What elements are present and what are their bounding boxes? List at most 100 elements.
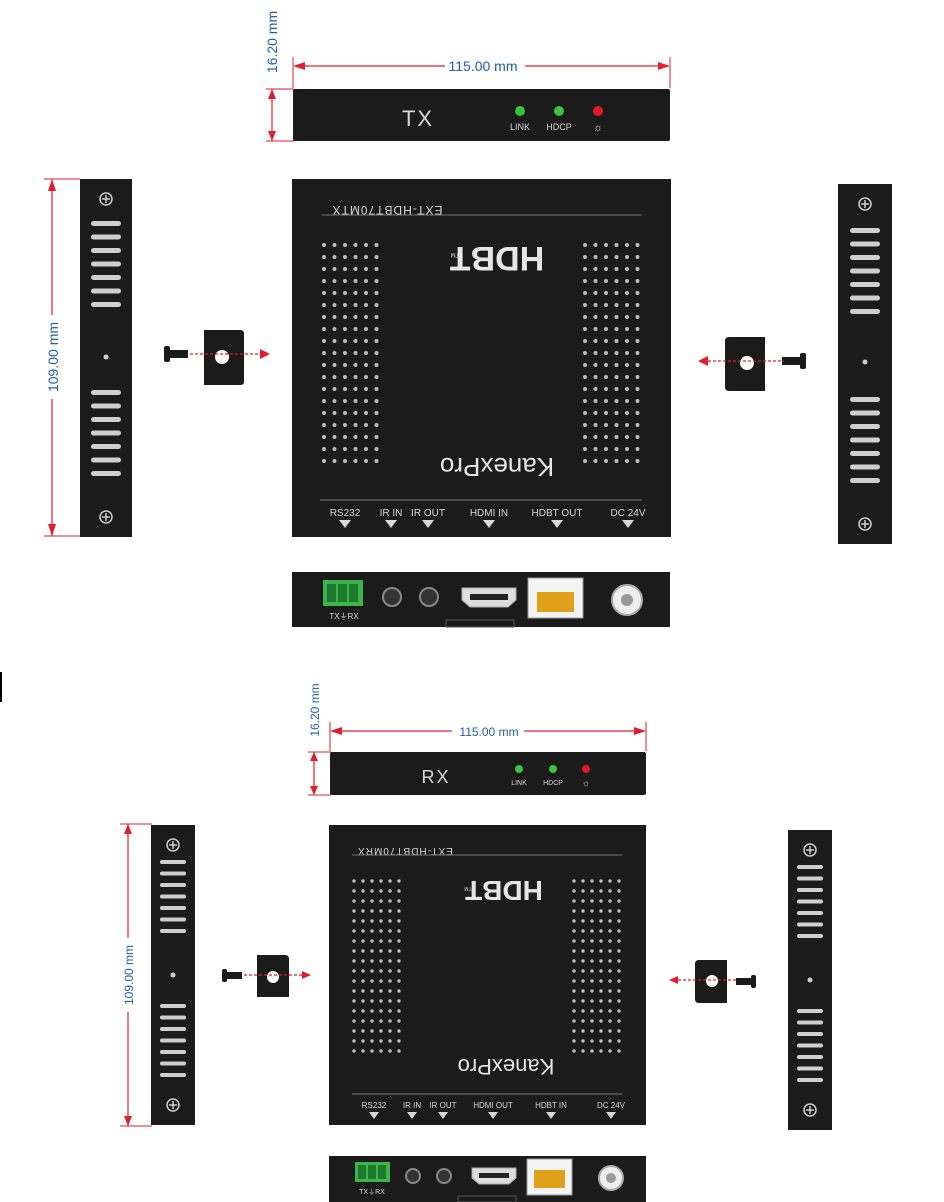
tx-right-vent-dot: [614, 339, 619, 343]
rx-left-vent-dot: [361, 1009, 365, 1013]
tx-left-vent-dot: [343, 459, 347, 463]
rx-right-vent-dot: [590, 979, 594, 983]
rx-right-vent-slot: [797, 1032, 823, 1036]
tx-right-vent-dot: [635, 303, 640, 307]
rx-right-vent-dot: [590, 879, 594, 883]
tx-right-vent-dot: [614, 255, 619, 259]
rx-left-vent-dot: [379, 969, 383, 973]
rx-rear-view: TX⏚RX: [329, 1156, 646, 1202]
rx-right-vent-dot: [581, 989, 585, 993]
rx-right-vent-dot: [608, 899, 612, 903]
rx-right-vent-slot: [797, 1066, 823, 1071]
tx-left-vent-dot: [322, 423, 326, 427]
tx-right-vent-dot: [625, 459, 629, 463]
tx-left-vent-dot: [364, 243, 368, 247]
rx-right-vent-dot: [590, 889, 594, 893]
tx-right-vent-dot: [583, 399, 587, 403]
rx-right-vent-dot: [581, 909, 585, 913]
rx-left-screw-icon: [166, 1098, 180, 1112]
tx-rear-view: TX⏚RX: [292, 572, 670, 628]
tx-right-vent-dot: [625, 303, 629, 307]
tx-left-vent-dot: [374, 267, 379, 271]
rx-left-vent-dot: [361, 969, 365, 973]
rx-left-vent-dot: [361, 959, 365, 963]
tx-right-vent-dot: [593, 399, 598, 403]
tx-left-vent-dot: [332, 447, 337, 451]
rx-left-vent-dot: [388, 919, 392, 923]
tx-left-vent-dot: [343, 267, 347, 271]
rx-left-vent-dot: [370, 939, 374, 943]
tx-right-vent-dot: [604, 447, 608, 451]
tx-right-vent-dot: [583, 447, 587, 451]
rx-right-vent-dot: [581, 1009, 585, 1013]
rx-right-vent-dot: [581, 879, 585, 883]
rx-left-vent-dot: [379, 909, 383, 913]
rx-left-vent-slots: [160, 838, 186, 1112]
tx-left-vent-dot: [343, 303, 347, 307]
rx-left-vent-dot: [352, 889, 356, 893]
tx-led-label-power: ☼: [593, 122, 603, 134]
tx-led-label-hdcp: HDCP: [546, 122, 572, 132]
tx-top-view: EXT-HDBT70MTX HDBT TM KanexPro RS232 IR …: [292, 179, 671, 537]
rx-right-vent-dot: [617, 959, 621, 963]
tx-left-vent-dot: [332, 291, 337, 295]
tx-right-vent-dot: [614, 423, 619, 427]
rx-right-vent-dot: [608, 949, 612, 953]
tx-right-vent-dot: [614, 387, 619, 391]
tx-right-vent-dot: [583, 411, 587, 415]
rx-left-vent-dot: [370, 879, 374, 883]
rx-left-vent-slot: [160, 1027, 186, 1031]
tx-left-vent-dot: [332, 255, 337, 259]
rx-left-vent-slot: [160, 906, 186, 910]
tx-left-vent-dot: [343, 447, 347, 451]
rx-left-vent-dot: [397, 879, 401, 883]
tx-right-vent-dot: [583, 339, 587, 343]
tx-left-vent-dot: [343, 387, 347, 391]
tx-right-vent-dot: [593, 459, 598, 463]
rx-left-vent-dot: [370, 1029, 374, 1033]
tx-left-vent-dot: [332, 279, 337, 283]
tx-left-vent-dot: [343, 363, 347, 367]
rx-right-vent-dot: [581, 889, 585, 893]
tx-left-vent-dot: [343, 423, 347, 427]
rx-left-vent-dot: [370, 889, 374, 893]
rx-right-vent-dot: [581, 1039, 585, 1043]
rx-right-vent-dot: [617, 999, 621, 1003]
tx-left-vent-dot: [353, 279, 358, 283]
rx-left-vent-dot: [397, 999, 401, 1003]
tx-left-vent-dot: [353, 255, 358, 259]
tx-right-vent-dot: [604, 387, 608, 391]
rx-right-vent-dot: [572, 909, 576, 913]
tx-left-center-hole: [103, 354, 109, 360]
rx-right-vent-dot: [608, 879, 612, 883]
tx-right-vent-dot: [604, 279, 608, 283]
rx-left-vent-dot: [370, 909, 374, 913]
rx-right-vent-dot: [599, 999, 603, 1003]
tx-right-vent-dot: [604, 255, 608, 259]
rx-right-vent-dot: [572, 1029, 576, 1033]
tx-left-vent-dot: [374, 363, 379, 367]
rx-left-vent-dot: [370, 949, 374, 953]
rx-left-vent-dot: [361, 1039, 365, 1043]
rx-left-vent-dot: [352, 919, 356, 923]
rx-left-vent-slot: [160, 1015, 186, 1020]
tx-right-vent-dot: [593, 291, 598, 295]
tx-right-vent-dot: [625, 315, 629, 319]
tx-left-vent-dot: [364, 327, 368, 331]
tx-left-vent-dot: [353, 363, 358, 367]
rx-left-vent-dot: [397, 919, 401, 923]
rx-left-vent-dot: [361, 1029, 365, 1033]
rx-right-vent-dot: [572, 919, 576, 923]
tx-right-vent-dot: [604, 363, 608, 367]
rx-power-led: [582, 765, 590, 773]
tx-right-vent-slot: [850, 241, 880, 247]
tx-right-vent-dot: [583, 351, 587, 355]
rx-left-vent-dot: [352, 929, 356, 933]
rx-right-vent-dot: [599, 1039, 603, 1043]
rx-left-vent-dot: [352, 879, 356, 883]
rx-right-vent-dot: [581, 919, 585, 923]
tx-left-vent-dot: [332, 387, 337, 391]
tx-left-vent-dot: [322, 459, 326, 463]
tx-right-vent-dot: [635, 435, 640, 439]
tx-right-vent-dot: [625, 351, 629, 355]
